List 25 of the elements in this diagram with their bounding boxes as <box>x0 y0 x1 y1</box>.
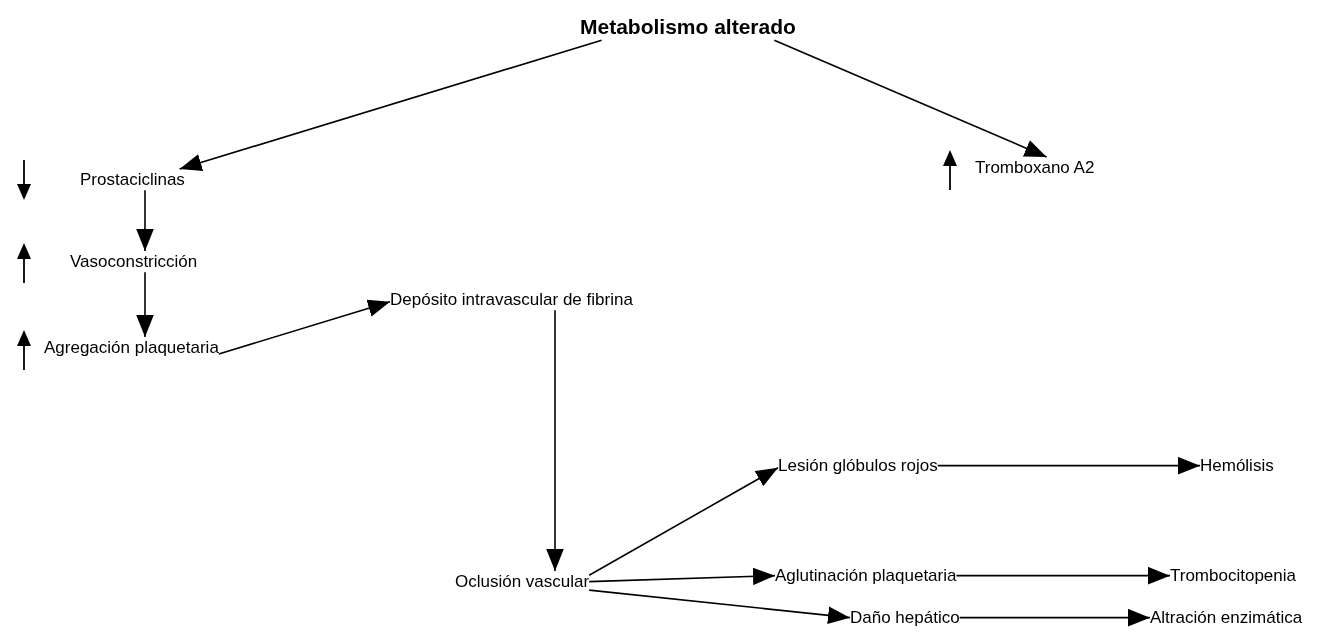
arrow <box>178 39 603 171</box>
arrow <box>546 309 564 572</box>
arrow <box>218 299 391 355</box>
node-label: Oclusión vascular <box>455 571 590 593</box>
arrow <box>936 456 1201 475</box>
arrow <box>588 466 779 577</box>
node-label: Daño hepático <box>850 607 960 629</box>
node-label: Altración enzimática <box>1150 607 1303 629</box>
arrow <box>958 608 1151 627</box>
node-label: Prostaciclinas <box>80 169 185 191</box>
arrow <box>955 566 1171 585</box>
arrow <box>588 567 776 586</box>
node-label: Hemólisis <box>1200 455 1274 477</box>
node-label: Trombocitopenia <box>1170 565 1296 587</box>
arrow <box>588 589 851 625</box>
node-label: Lesión glóbulos rojos <box>778 455 938 477</box>
node-label: Vasoconstricción <box>70 251 198 273</box>
arrow <box>136 189 154 252</box>
node-label: Aglutinación plaquetaria <box>775 565 957 587</box>
node-label: Depósito intravascular de fibrina <box>390 289 633 311</box>
node-label: Tromboxano A2 <box>975 157 1095 179</box>
node-label: Agregación plaquetaria <box>44 337 219 359</box>
arrow <box>136 271 154 338</box>
arrow <box>773 39 1048 158</box>
node-label: Metabolismo alterado <box>580 14 796 41</box>
